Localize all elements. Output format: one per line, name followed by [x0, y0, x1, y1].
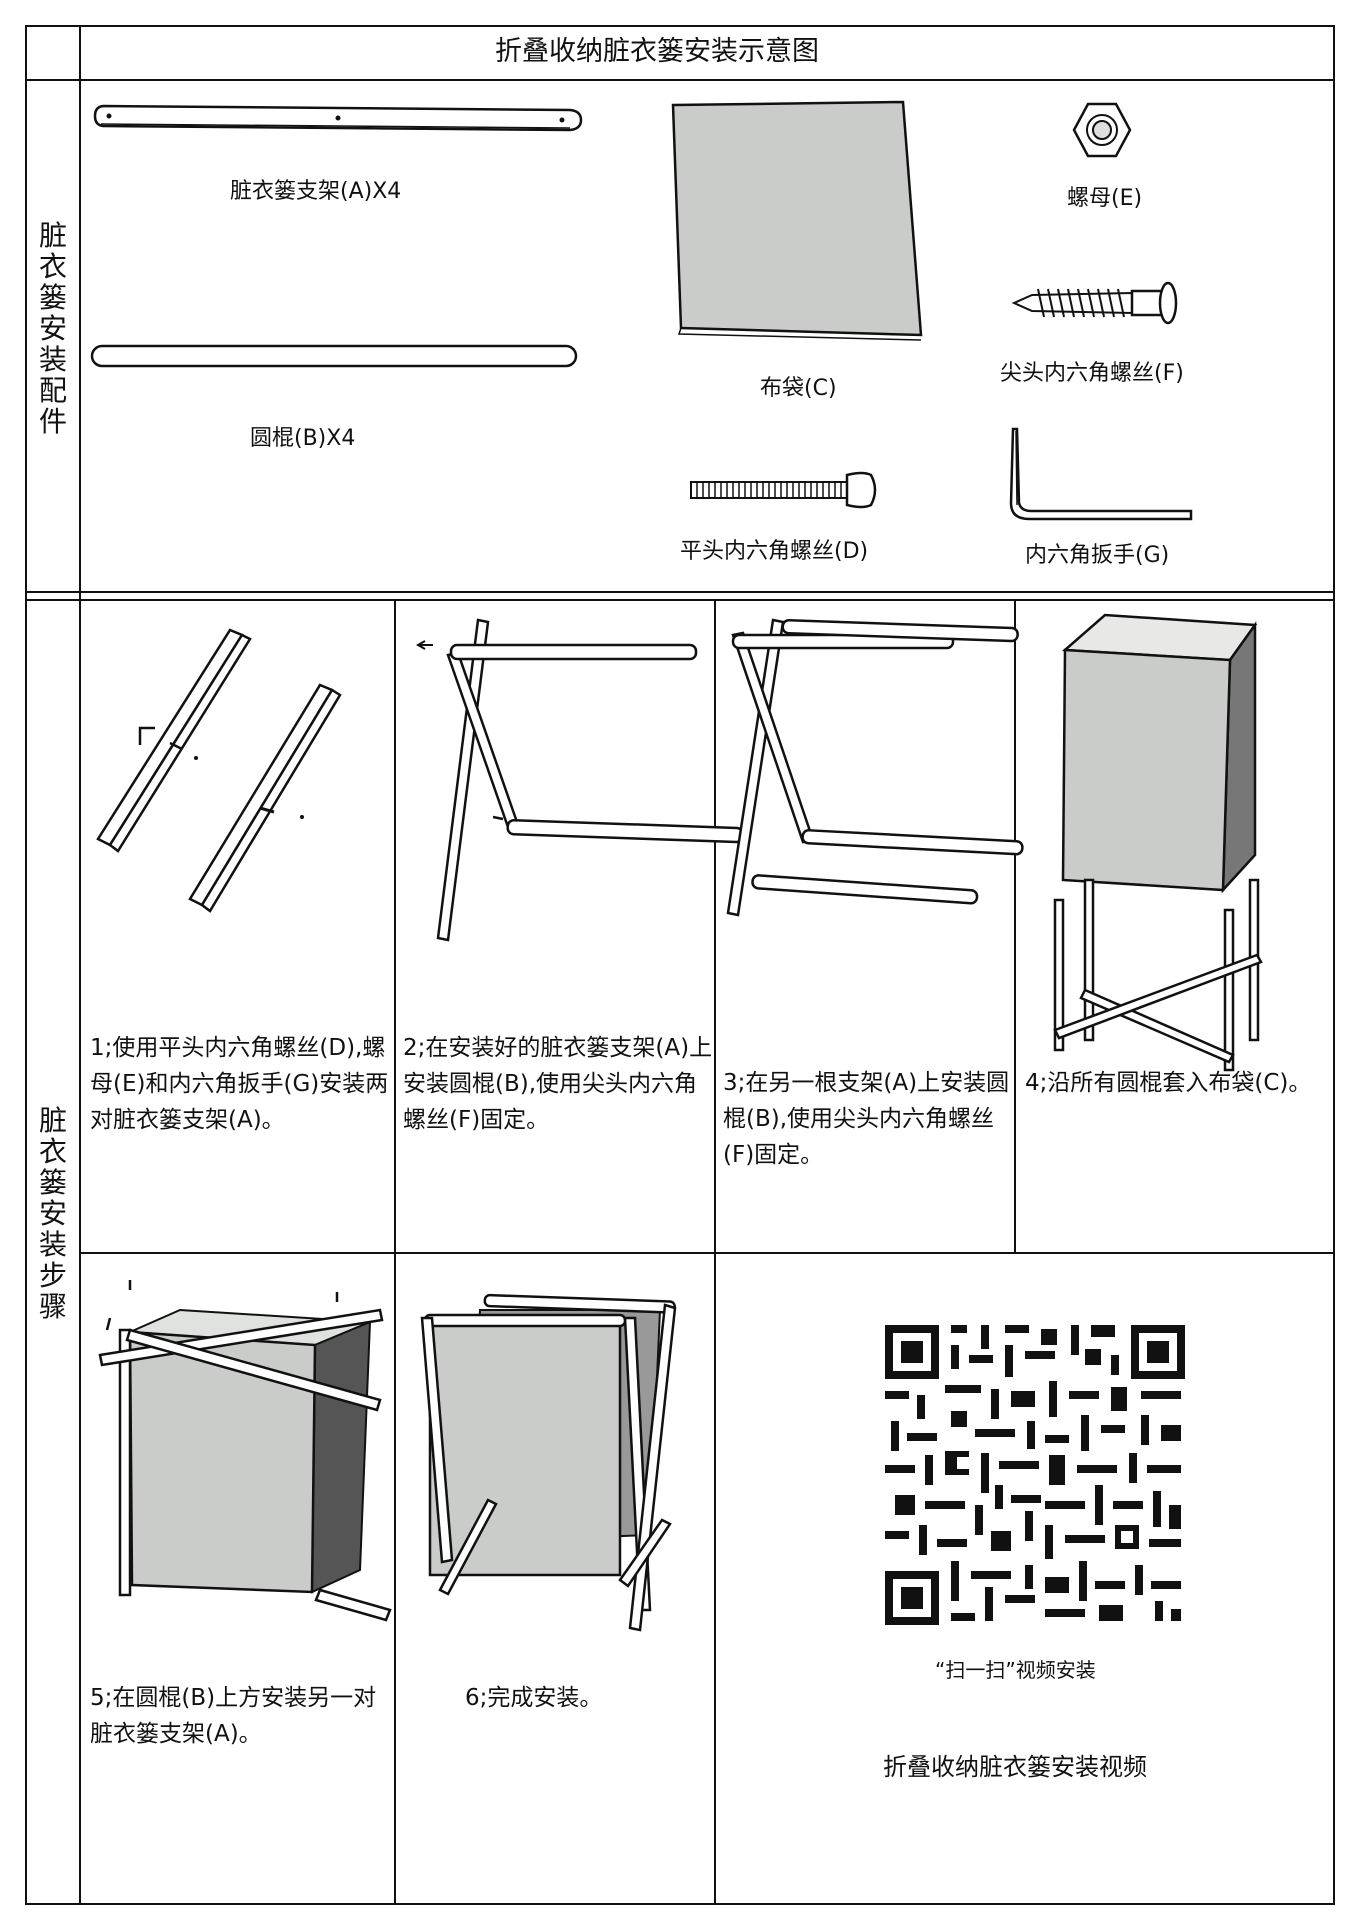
qr-caption: “扫一扫”视频安装	[935, 1658, 1096, 1682]
rod-b-illustration	[90, 344, 578, 368]
instruction-sheet: 折叠收纳脏衣篓安装示意图 脏衣篓安装配件 脏衣篓安装步骤 脏衣篓支架(A)X4 …	[25, 25, 1335, 1905]
part-b-label: 圆棍(B)X4	[250, 426, 356, 451]
step-3-illustration	[726, 618, 1024, 917]
step-1-illustration	[96, 628, 342, 913]
fabric-bag-illustration	[671, 100, 923, 341]
part-g-label: 内六角扳手(G)	[1025, 543, 1170, 568]
step-4-illustration	[1053, 613, 1263, 1072]
part-d-label: 平头内六角螺丝(D)	[680, 539, 869, 564]
step-3-text: 3;在另一根支架(A)上安装圆棍(B),使用尖头内六角螺丝(F)固定。	[723, 1070, 1010, 1168]
video-title: 折叠收纳脏衣篓安装视频	[883, 1753, 1147, 1781]
pointed-screw-illustration	[1011, 281, 1178, 325]
qr-code[interactable]	[885, 1325, 1185, 1625]
step-4-text: 4;沿所有圆棍套入布袋(C)。	[1025, 1070, 1312, 1096]
hex-key-illustration	[1009, 427, 1193, 521]
step-5-illustration	[98, 1280, 392, 1622]
section-label-parts: 脏衣篓安装配件	[38, 219, 67, 438]
table-frame	[25, 25, 1335, 1905]
step-6-illustration	[420, 1293, 677, 1632]
nut-illustration	[1072, 102, 1132, 158]
part-a-label: 脏衣篓支架(A)X4	[230, 179, 402, 204]
flat-head-screw-illustration	[690, 471, 877, 509]
step-5-text: 5;在圆棍(B)上方安装另一对脏衣篓支架(A)。	[90, 1685, 377, 1747]
step-2-text: 2;在安装好的脏衣篓支架(A)上安装圆棍(B),使用尖头内六角螺丝(F)固定。	[403, 1035, 713, 1133]
part-e-label: 螺母(E)	[1067, 186, 1143, 211]
step-6-text: 6;完成安装。	[465, 1685, 603, 1711]
section-label-steps: 脏衣篓安装步骤	[38, 1104, 67, 1323]
step-2-illustration	[415, 618, 744, 942]
page-title: 折叠收纳脏衣篓安装示意图	[495, 36, 819, 67]
bracket-a-illustration	[93, 104, 583, 132]
part-c-label: 布袋(C)	[760, 376, 837, 401]
step-1-text: 1;使用平头内六角螺丝(D),螺母(E)和内六角扳手(G)安装两对脏衣篓支架(A…	[90, 1035, 389, 1133]
part-f-label: 尖头内六角螺丝(F)	[1000, 361, 1184, 386]
